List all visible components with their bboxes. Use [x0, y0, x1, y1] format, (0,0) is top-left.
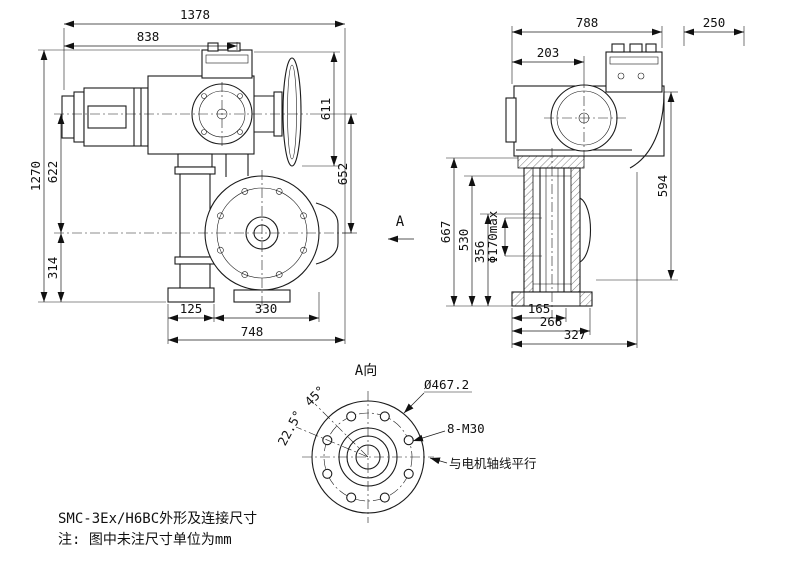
- angle-45: 45°: [302, 383, 329, 410]
- side-view-body: [505, 43, 665, 307]
- dim-530: 530: [456, 229, 471, 252]
- side-view-dimensions: 788 250 203 594 667 530 356: [438, 15, 745, 348]
- motor-nameplate: [87, 105, 127, 129]
- dim-622: 622: [45, 161, 60, 184]
- dim-165: 165: [528, 301, 551, 316]
- bolt-hole: [346, 411, 357, 422]
- dim-125: 125: [180, 301, 203, 316]
- dim-748: 748: [241, 324, 264, 339]
- flange-view-label: A向: [355, 363, 377, 379]
- front-view: 1378 838 611 652 1270 622 314: [28, 7, 357, 344]
- worm-housing: [579, 197, 591, 263]
- bolt-hole: [322, 468, 333, 479]
- dim-594: 594: [655, 175, 670, 198]
- dim-356: 356: [472, 241, 487, 264]
- bolt-hole: [403, 435, 414, 446]
- dim-652: 652: [335, 163, 350, 186]
- bolt-hole: [346, 492, 357, 503]
- terminal-box: [605, 51, 663, 93]
- bolt-hole: [379, 492, 390, 503]
- bolt-hole: [403, 468, 414, 479]
- dim-838: 838: [137, 29, 160, 44]
- dim-611: 611: [318, 98, 333, 121]
- angle-22-5: 22.5°: [275, 408, 306, 448]
- dim-266: 266: [540, 314, 563, 329]
- dim-667: 667: [438, 221, 453, 244]
- flange-view: A向 Ø467.2 8-M30 与电机轴: [275, 363, 537, 523]
- dim-788: 788: [576, 15, 599, 30]
- bolt-hole: [379, 411, 390, 422]
- dim-bore: Φ170max: [485, 210, 500, 263]
- dim-flange-diameter: Ø467.2: [424, 377, 469, 392]
- drawing-note: 注: 图中未注尺寸单位为mm: [58, 532, 232, 548]
- front-view-centerlines: [54, 82, 352, 310]
- front-view-body: [61, 42, 339, 303]
- note-parallel-to-motor-axis: 与电机轴线平行: [449, 456, 537, 471]
- title-block: SMC-3Ex/H6BC外形及连接尺寸 注: 图中未注尺寸单位为mm: [58, 510, 257, 548]
- side-view: 788 250 203 594 667 530 356: [438, 15, 745, 348]
- side-view-centerlines: [544, 78, 626, 318]
- dim-314: 314: [45, 257, 60, 280]
- output-flange-bell: [315, 202, 339, 265]
- section-label: A: [396, 214, 405, 230]
- handwheel: [282, 57, 302, 167]
- drawing-title: SMC-3Ex/H6BC外形及连接尺寸: [58, 510, 257, 527]
- section-marker: A: [388, 214, 414, 243]
- dim-203: 203: [537, 45, 560, 60]
- dim-330: 330: [255, 301, 278, 316]
- support-column: [179, 173, 211, 258]
- flange-annotations: Ø467.2 8-M30 与电机轴线平行 45° 22.5°: [275, 377, 537, 471]
- control-box: [201, 49, 253, 79]
- dim-bolt-spec: 8-M30: [447, 421, 485, 436]
- dim-250: 250: [703, 15, 726, 30]
- base-flange: [167, 287, 215, 303]
- dim-1378: 1378: [180, 7, 210, 22]
- dim-1270: 1270: [28, 161, 43, 191]
- dim-327: 327: [564, 327, 587, 342]
- flange-circles: [295, 391, 434, 523]
- front-view-dimensions: 1378 838 611 652 1270 622 314: [28, 7, 357, 344]
